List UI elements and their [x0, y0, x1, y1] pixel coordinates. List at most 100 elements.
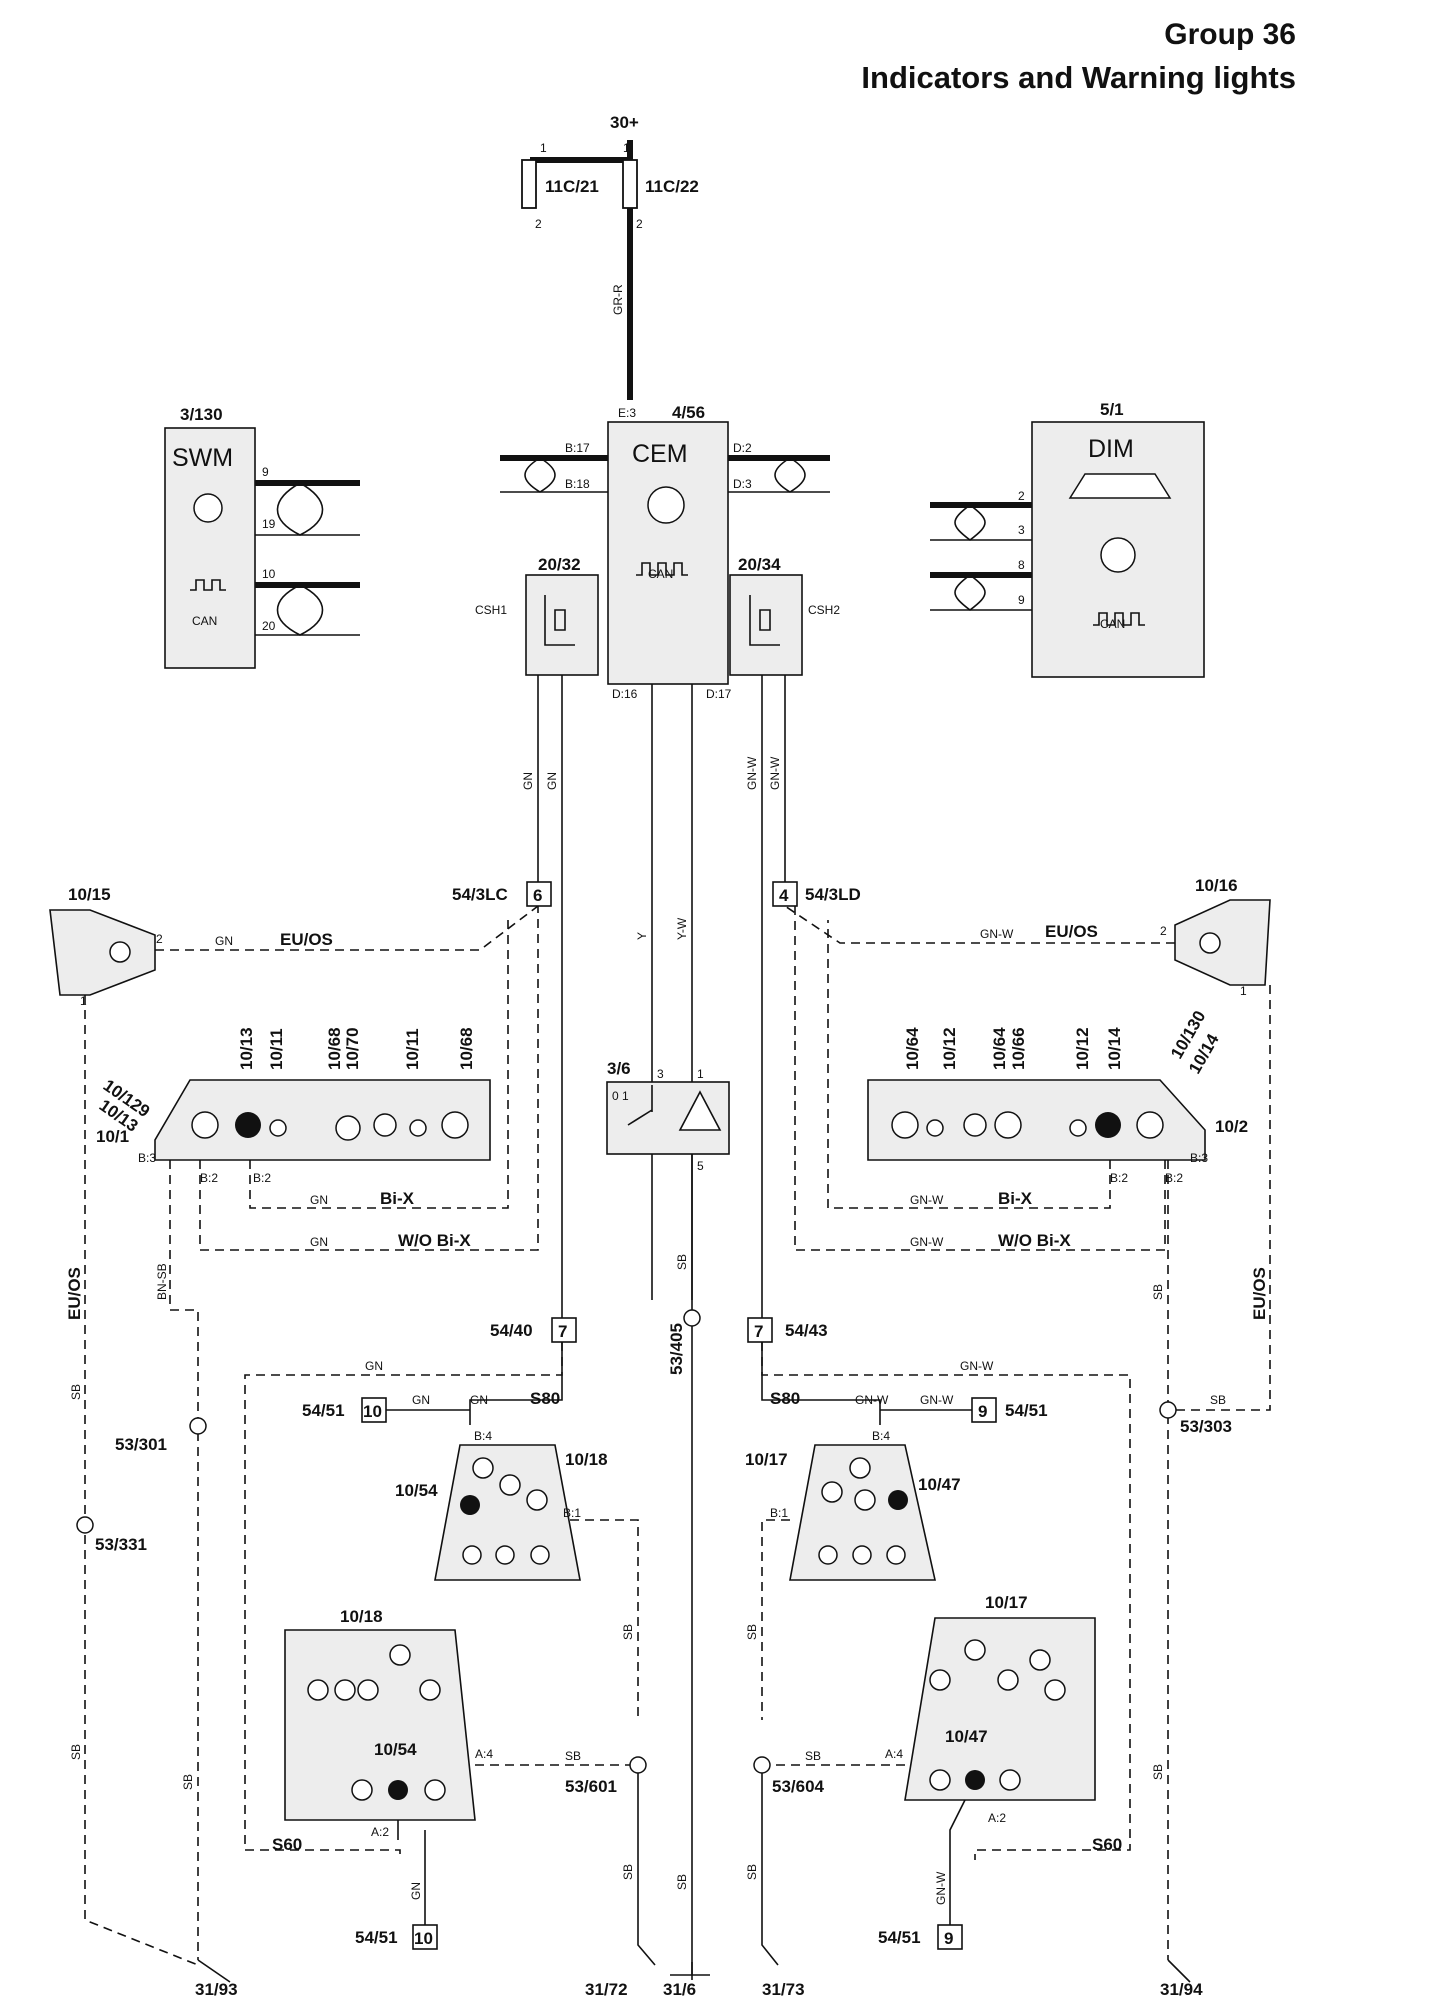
csh-modules: 20/32 CSH1 20/34 CSH2 [475, 555, 840, 676]
bulb-icon [999, 1769, 1021, 1791]
wire-label: S60 [272, 1835, 302, 1854]
front-lamp-right: 10/64 10/12 10/64 10/66 10/12 10/14 10/1… [794, 906, 1248, 1251]
connector-label: 54/43 [785, 1321, 828, 1340]
group-title: Group 36 [1164, 18, 1296, 51]
pin-label: 1 [540, 141, 547, 155]
bulb-icon [1095, 1112, 1121, 1138]
wire-label: SB [805, 1749, 821, 1763]
wire-label: GN [545, 772, 559, 790]
bulb-icon [926, 1119, 944, 1137]
bulb-icon [849, 1457, 871, 1479]
wire-label: Y-W [675, 917, 689, 940]
wire-label: GN [365, 1359, 383, 1373]
ground-label: 31/93 [195, 1980, 238, 1999]
can-signal-icon [190, 579, 226, 591]
bulb-icon [373, 1113, 397, 1137]
cem-box [607, 421, 729, 685]
lamp-id: 10/64 [903, 1027, 922, 1070]
lamp-id: 10/64 [990, 1027, 1009, 1070]
fuse-right-label: 11C/22 [645, 177, 699, 196]
wire-label: Bi-X [998, 1189, 1033, 1208]
rear-left-s60: 10/18 10/54 A:4 A:2 SB 53/601 SB S60 GN … [272, 1607, 710, 1999]
swm-can-label: CAN [192, 614, 217, 628]
ground-icon [197, 1959, 231, 1983]
connector-label: 54/3LC [452, 885, 508, 904]
wire-sb [570, 1519, 639, 1720]
rear-left-s80: GN 10 54/51 GN GN S80 B:4 B:1 10/18 10/5… [244, 1342, 639, 1860]
wire-label: GN-W [934, 1871, 948, 1905]
bulb-icon [1136, 1111, 1164, 1139]
wire-y [651, 684, 693, 1300]
connector-number: 7 [754, 1322, 763, 1341]
fuse-11c22 [622, 159, 638, 209]
cem-module: 4/56 CEM CAN E:3 B:17 B:18 D:2 D:3 D:16 … [500, 403, 830, 701]
side-repeaters: 10/15 10/16 GN EU/OS GN-W EU/OS 2 1 2 1 [49, 876, 1271, 1008]
fuse-left-label: 11C/21 [545, 177, 599, 196]
lamp-id: 10/17 [985, 1593, 1028, 1612]
bulb-icon [821, 1481, 843, 1503]
bulb-icon [335, 1115, 361, 1141]
bulb-icon [109, 941, 131, 963]
bulb-icon [409, 1119, 427, 1137]
cem-pin: B:17 [565, 441, 590, 455]
cem-id: 4/56 [672, 403, 705, 422]
splice-label: 53/331 [95, 1535, 147, 1554]
bulb-icon [818, 1545, 838, 1565]
pin-label: 5 [697, 1159, 704, 1173]
cem-pin: E:3 [618, 406, 636, 420]
wire-label: GN [310, 1235, 328, 1249]
fuse-11c21 [521, 159, 537, 209]
bulb-icon [963, 1113, 987, 1137]
bulb-icon [357, 1679, 379, 1701]
mid-connectors: 7 54/40 7 54/43 [490, 1317, 828, 1343]
wire-bix [199, 906, 539, 1251]
bulb-icon [888, 1490, 908, 1510]
lamp-id: 10/18 [340, 1607, 383, 1626]
switch-contact-icon [627, 1085, 653, 1126]
connector-label: 54/51 [1005, 1401, 1048, 1420]
bulb-icon [235, 1112, 261, 1138]
can-signal-icon [1093, 612, 1145, 626]
swm-name: SWM [172, 444, 233, 472]
swm-module: 3/130 SWM CAN 9 19 10 20 [164, 405, 360, 669]
lamp-id: 10/12 [1073, 1027, 1092, 1070]
splice-icon [629, 1756, 647, 1774]
bulb-icon [460, 1495, 480, 1515]
ground-label: 31/94 [1160, 1980, 1203, 1999]
front-lamp-left: 10/129 10/13 10/1 10/13 10/11 10/68 10/7… [96, 906, 539, 1251]
pin-label: B:3 [138, 1151, 156, 1165]
pin-label: 2 [535, 217, 542, 231]
ground-label: 31/72 [585, 1980, 628, 1999]
bulb-icon [388, 1780, 408, 1800]
bulb-icon [997, 1669, 1019, 1691]
splice-icon [76, 1516, 94, 1534]
wire-label: EU/OS [1250, 1267, 1269, 1320]
splice-label: 53/301 [115, 1435, 167, 1454]
wire-gnw [761, 1342, 972, 1425]
swm-pin: 9 [262, 465, 269, 479]
swm-id: 3/130 [180, 405, 223, 424]
control-unit-icon [647, 486, 685, 524]
ground-icon [670, 1962, 710, 1976]
wire-label: SB [565, 1749, 581, 1763]
lamp-id: 10/11 [403, 1028, 422, 1070]
main-wires: GN GN GN-W GN-W Y Y-W [521, 675, 786, 1318]
lamp-10-15 [49, 909, 156, 996]
connector-number: 6 [533, 886, 542, 905]
pin-label: B:1 [770, 1506, 788, 1520]
connector-number: 4 [779, 886, 789, 905]
csh1-id: 20/32 [538, 555, 581, 574]
lamp-id: 10/15 [68, 885, 111, 904]
lamp-id: 10/16 [1195, 876, 1238, 895]
lamp-id: 10/11 [267, 1028, 286, 1070]
connector-number: 7 [558, 1322, 567, 1341]
connector-54-40 [551, 1317, 577, 1343]
ground-label: 31/6 [663, 1980, 696, 1999]
connector-label: 54/51 [302, 1401, 345, 1420]
lamp-id: 10/70 [343, 1027, 362, 1070]
connector-54-51 [937, 1924, 963, 1950]
pin-label: A:4 [475, 1747, 493, 1761]
dim-pin: 2 [1018, 489, 1025, 503]
csh2-box [729, 574, 803, 676]
wire-label: SB [181, 1774, 195, 1790]
